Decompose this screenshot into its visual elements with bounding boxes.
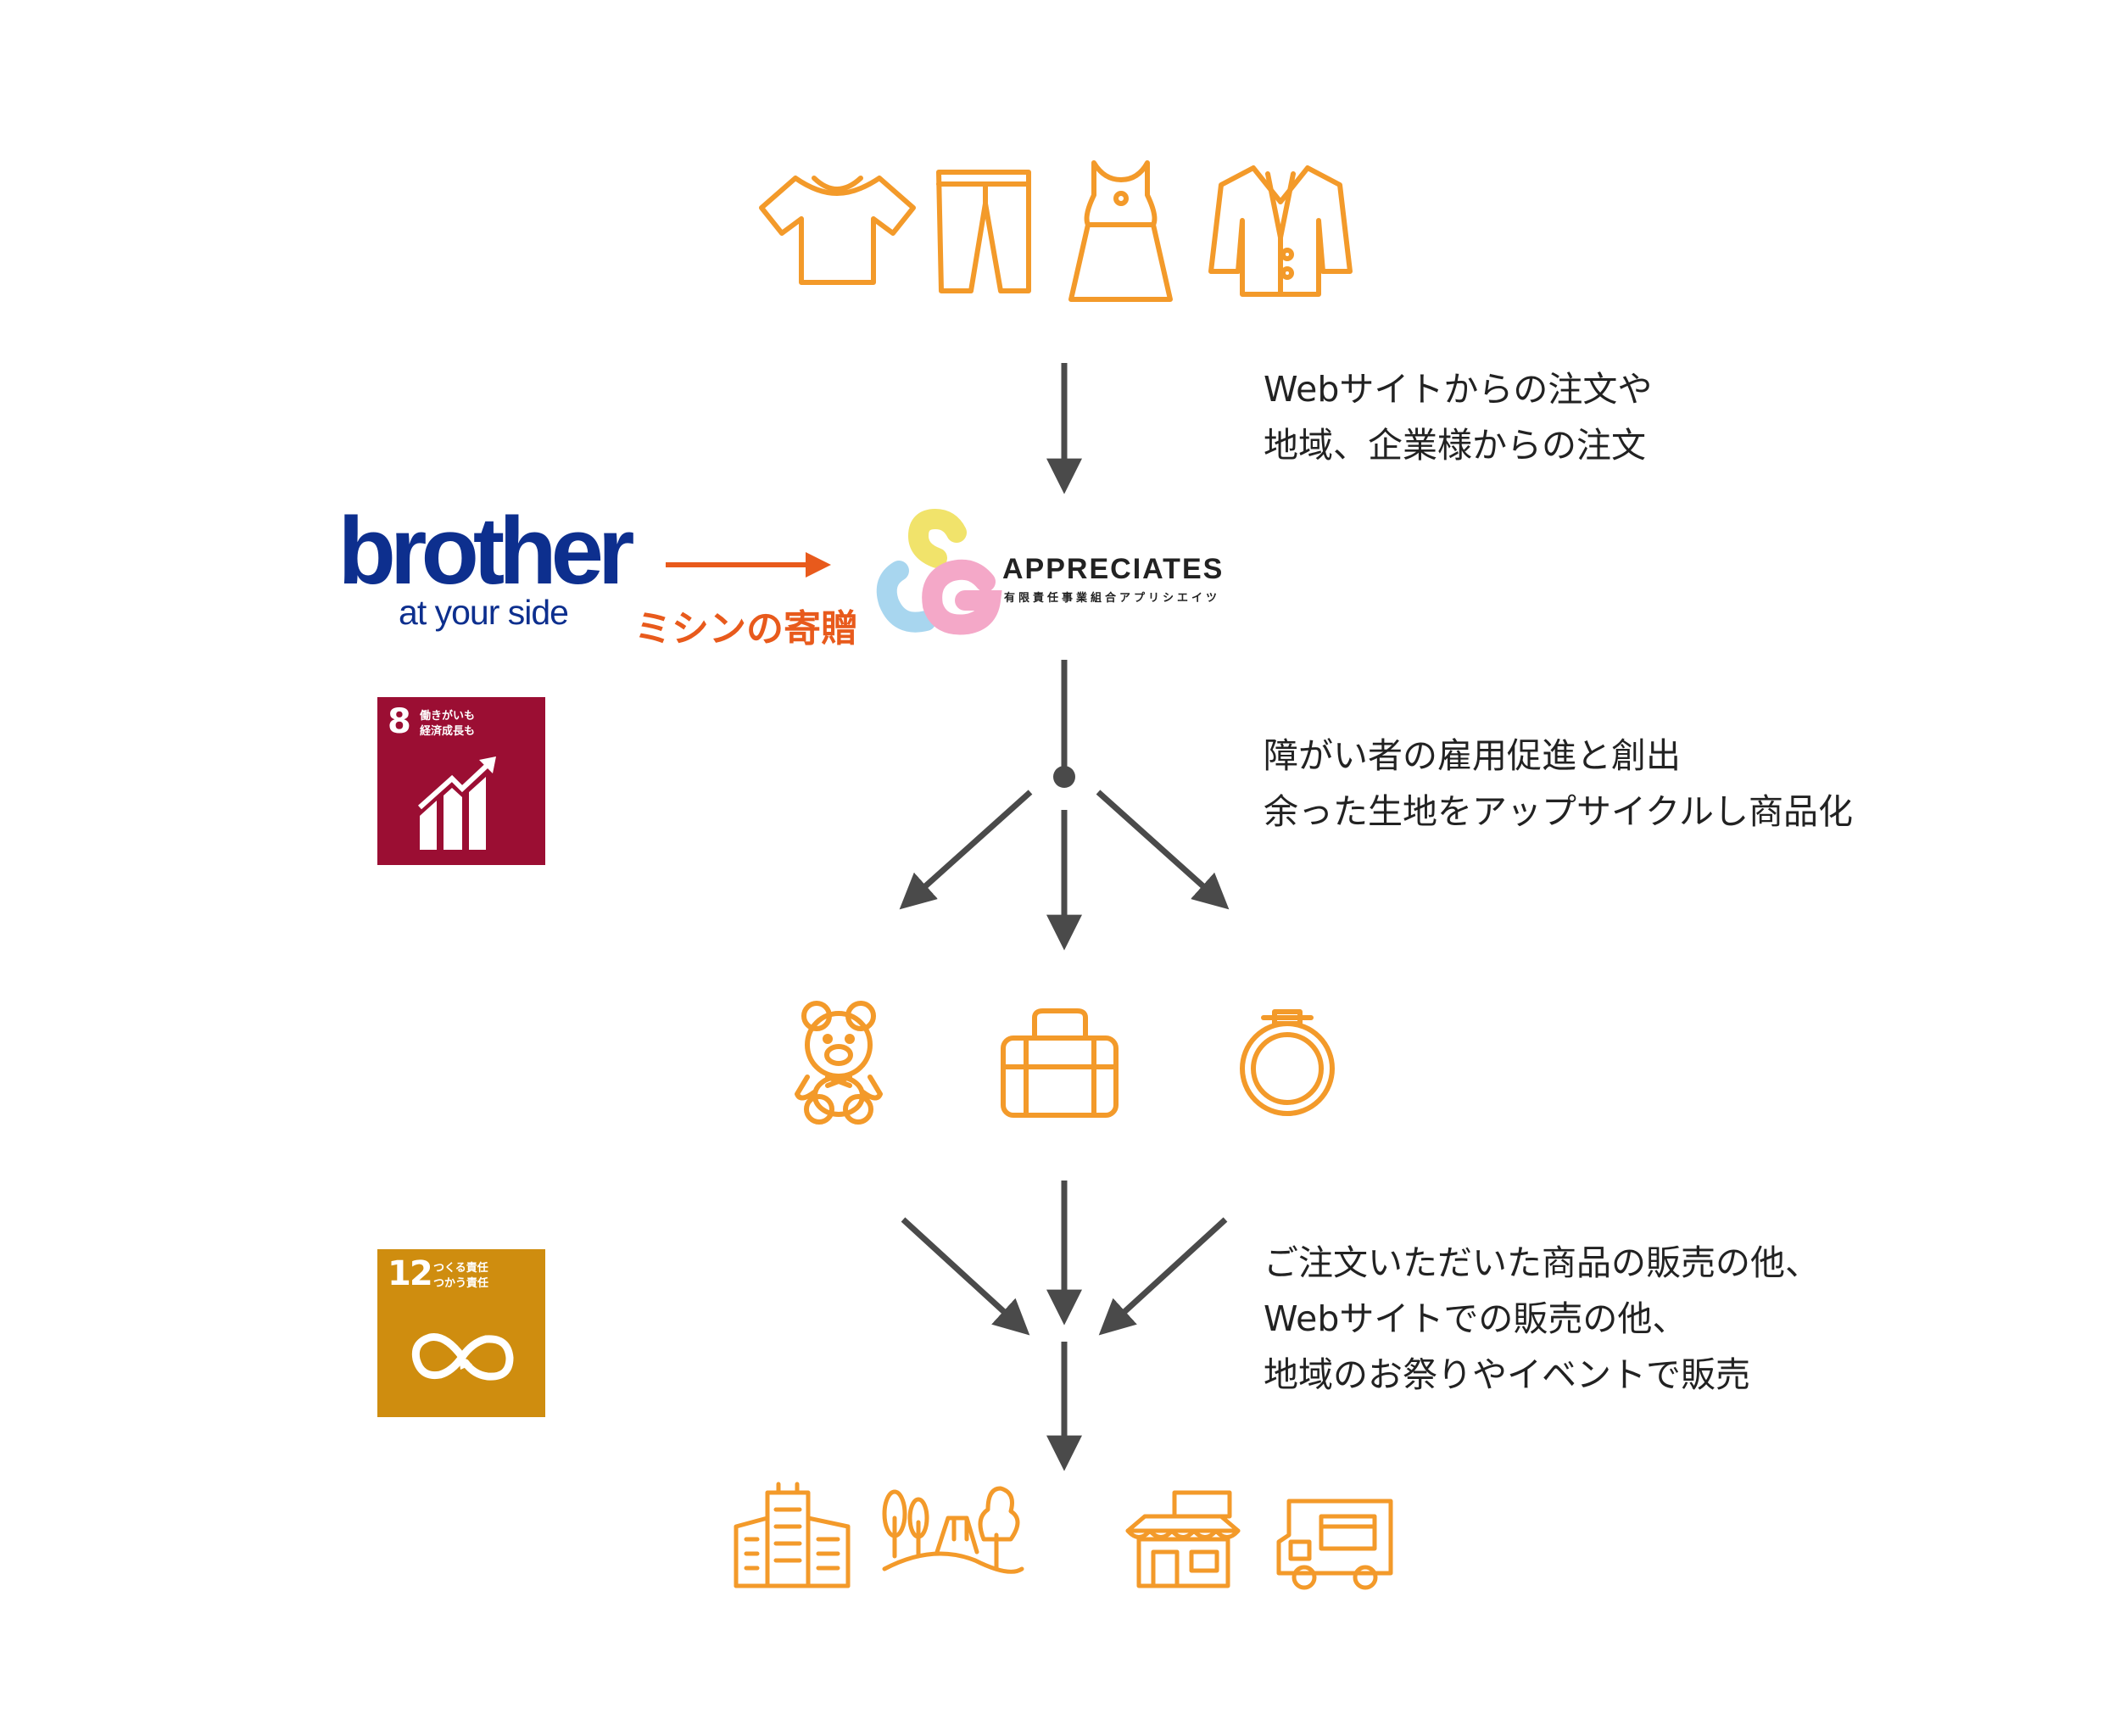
note-production: 障がい者の雇用促進と創出 余った生地をアップサイクルし商品化 <box>1264 728 1853 840</box>
jacket-icon <box>1208 165 1353 297</box>
tshirt-icon <box>759 176 916 285</box>
note-sales: ご注文いただいた商品の販売の他、 Webサイトでの販売の他、 地域のお祭りやイベ… <box>1264 1235 1820 1403</box>
note-orders-line: 地域、企業様からの注文 <box>1264 425 1646 466</box>
shop-icon <box>1125 1490 1241 1588</box>
teddy-bear-icon <box>795 1001 883 1125</box>
sdg8-label: 働きがいも <box>420 710 476 723</box>
note-sales-line: ご注文いただいた商品の販売の他、 <box>1264 1242 1820 1283</box>
donation-label: ミシンの寄贈 <box>634 607 858 650</box>
embroidery-hoop-icon <box>1240 1009 1335 1116</box>
appreciates-subtitle: 有限責任事業組合アプリシエイツ <box>1004 592 1221 605</box>
arrow-production-left <box>899 790 1033 910</box>
brother-logo: brother at your side <box>322 498 644 632</box>
appreciates-name: APPRECIATES <box>1002 553 1225 585</box>
arrow-sales-left <box>901 1217 1030 1336</box>
arrow-sales-right <box>1098 1217 1228 1336</box>
note-sales-line: 地域のお祭りやイベントで販売 <box>1264 1354 1750 1395</box>
sdg12-badge: 12 つくる責任 つかう責任 <box>377 1249 545 1417</box>
sdg8-badge: 8 働きがいも 経済成長も <box>377 697 545 865</box>
note-orders: Webサイトからの注文や 地域、企業様からの注文 <box>1264 361 1652 473</box>
dress-icon <box>1068 160 1173 302</box>
arrow-production-right <box>1096 790 1230 910</box>
note-orders-line: Webサイトからの注文や <box>1264 369 1653 410</box>
sdg12-label: つかう責任 <box>433 1277 489 1290</box>
park-icon <box>882 1486 1024 1574</box>
food-truck-icon <box>1276 1499 1393 1590</box>
flow-junction-dot <box>1053 766 1075 788</box>
sdg12-label: つくる責任 <box>433 1262 488 1275</box>
note-production-line: 障がい者の雇用促進と創出 <box>1264 735 1681 776</box>
note-sales-line: Webサイトでの販売の他、 <box>1264 1298 1688 1339</box>
sdg8-label: 経済成長も <box>420 725 476 738</box>
brother-tagline: at your side <box>399 593 569 632</box>
bag-icon <box>1001 1008 1119 1118</box>
brother-wordmark: brother <box>338 498 635 604</box>
growth-chart-icon <box>418 756 496 850</box>
appreciates-logo-icon <box>876 508 1002 635</box>
infinity-icon <box>411 1333 514 1381</box>
note-production-line: 余った生地をアップサイクルし商品化 <box>1264 791 1853 832</box>
building-icon <box>734 1482 851 1588</box>
sdg12-number: 12 <box>388 1254 433 1293</box>
pants-icon <box>936 170 1031 293</box>
sdg8-number: 8 <box>388 702 411 741</box>
